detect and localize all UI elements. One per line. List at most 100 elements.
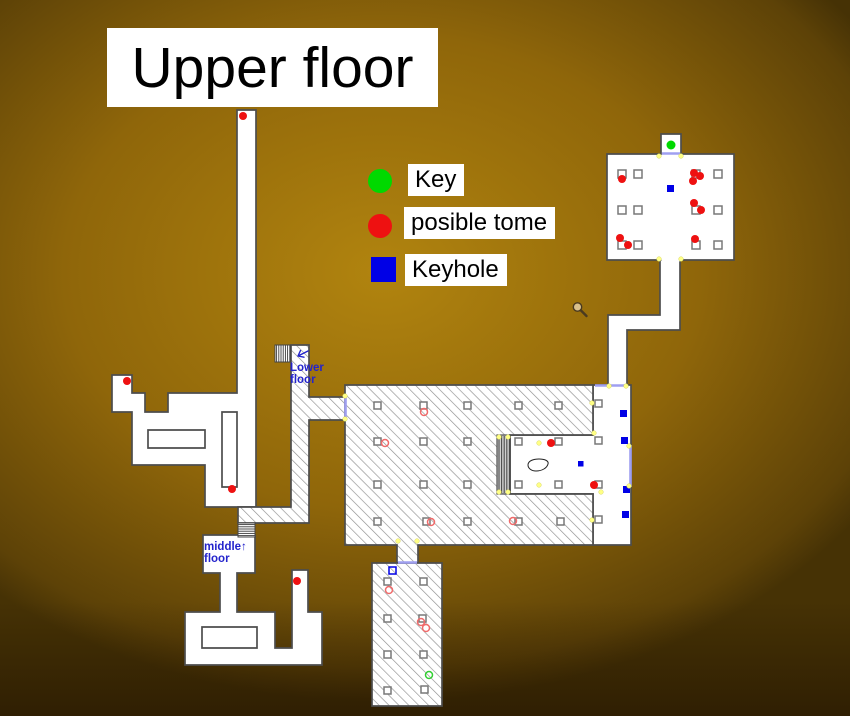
magnifier-cursor-icon (572, 302, 583, 312)
tome-marker (624, 241, 632, 249)
possible-tome-marker (421, 623, 431, 633)
keyhole-marker (622, 511, 629, 518)
tome-marker (616, 234, 624, 242)
tile-marker (633, 169, 643, 179)
label-middle-floor-line2: floor (204, 553, 230, 565)
tile-marker (463, 437, 472, 446)
door-node (414, 538, 420, 544)
tile-marker (633, 205, 643, 215)
tile-marker (556, 517, 565, 526)
stairs-middle-floor (237, 522, 256, 538)
keyhole-marker (621, 437, 628, 444)
tome-marker (690, 169, 698, 177)
tile-marker (713, 240, 723, 250)
bottom-room (371, 562, 443, 707)
door-node (678, 153, 684, 159)
door-node (536, 440, 542, 446)
page-title-text: Upper floor (131, 35, 414, 100)
tile-marker (383, 577, 392, 586)
door-node (623, 383, 629, 389)
tile-marker (373, 517, 382, 526)
label-middle-floor: middle↑ floor (204, 541, 247, 565)
label-middle-floor-line1: middle↑ (204, 541, 247, 553)
tile-marker (514, 401, 523, 410)
possible-tome-marker (419, 407, 429, 417)
tile-marker (463, 517, 472, 526)
item-outline (527, 458, 549, 472)
tome-marker (293, 577, 301, 585)
door-node (598, 489, 604, 495)
possible-keyhole-marker (388, 566, 397, 575)
tome-marker (239, 112, 247, 120)
magnifier-handle (579, 309, 588, 318)
tile-marker (554, 401, 563, 410)
tome-marker (690, 199, 698, 207)
tile-marker (373, 437, 382, 446)
tile-marker (554, 480, 563, 489)
door-node (395, 538, 401, 544)
door-node (656, 256, 662, 262)
tile-marker (514, 517, 523, 526)
tome-marker (547, 439, 555, 447)
tile-marker (633, 240, 643, 250)
door-node (606, 383, 612, 389)
keyhole-marker (578, 461, 584, 467)
tile-marker (554, 437, 563, 446)
tile-marker (383, 614, 392, 623)
tile-marker (514, 437, 523, 446)
stair-corridors (237, 344, 346, 524)
tile-marker (463, 480, 472, 489)
tome-marker (590, 481, 598, 489)
tile-marker (373, 401, 382, 410)
tile-marker (383, 650, 392, 659)
door-node (591, 430, 597, 436)
tome-marker (228, 485, 236, 493)
key-marker (666, 140, 676, 150)
tome-marker (368, 214, 392, 238)
tome-marker (696, 172, 704, 180)
tile-marker (419, 650, 428, 659)
tile-marker (419, 577, 428, 586)
tile-marker (419, 480, 428, 489)
tile-marker (463, 401, 472, 410)
door-node (626, 443, 632, 449)
stairs-arrow-icon (297, 349, 309, 358)
tile-marker (713, 205, 723, 215)
door-node (505, 489, 511, 495)
door-node (589, 400, 595, 406)
tile-marker (383, 686, 392, 695)
tile-marker (594, 436, 603, 445)
door-node (536, 482, 542, 488)
tile-marker (373, 480, 382, 489)
label-lower-floor: Lower floor (290, 362, 324, 386)
legend-label-key: Key (408, 164, 465, 196)
page-title: Upper floor (107, 28, 438, 107)
tome-marker (691, 235, 699, 243)
door-node (589, 517, 595, 523)
tile-marker (713, 169, 723, 179)
possible-key-marker (424, 670, 434, 680)
door-node (505, 434, 511, 440)
keyhole-marker (623, 486, 630, 493)
door-node (626, 483, 632, 489)
keyhole-marker (620, 410, 627, 417)
legend-label-posible-tome: posible tome (404, 207, 556, 239)
tile-marker (422, 517, 431, 526)
tome-marker (618, 175, 626, 183)
possible-tome-marker (508, 516, 518, 526)
legend-label-keyhole: Keyhole (405, 254, 507, 286)
tome-marker (689, 177, 697, 185)
door-node (656, 153, 662, 159)
tile-marker (594, 515, 603, 524)
label-lower-floor-line2: floor (290, 374, 316, 386)
tome-marker (123, 377, 131, 385)
bottom-left-structure (184, 534, 323, 666)
keyhole-marker (371, 257, 396, 282)
possible-tome-marker (380, 438, 390, 448)
possible-tome-marker (426, 517, 436, 527)
door-node (678, 256, 684, 262)
possible-tome-marker (384, 585, 394, 595)
tile-marker (419, 437, 428, 446)
